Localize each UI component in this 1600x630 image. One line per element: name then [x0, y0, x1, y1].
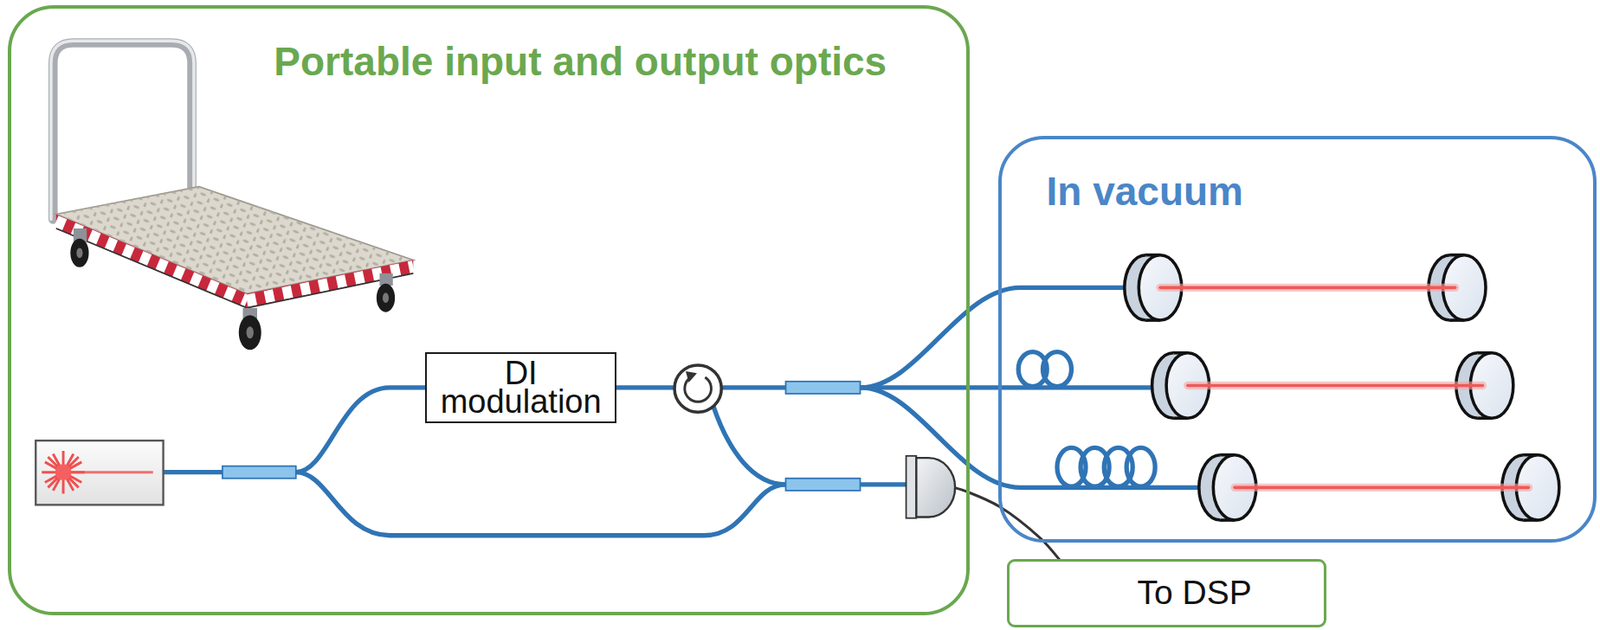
region-box: In vacuum — [998, 135, 1598, 543]
laser-core — [55, 464, 72, 481]
fiber-coil — [1043, 352, 1072, 388]
optical-fiber — [296, 472, 787, 536]
cart-wheel — [238, 315, 262, 350]
optical-fiber — [860, 287, 1125, 388]
optical-fiber — [296, 387, 426, 473]
fiber-coupler — [222, 466, 297, 479]
process-box: DI modulation — [425, 352, 616, 424]
fiber-coil — [1126, 447, 1155, 487]
beam-glow — [1160, 283, 1456, 292]
optical-fiber — [720, 385, 786, 390]
wheel-hub — [76, 247, 83, 259]
region-box: Portable input and output optics DI modul… — [7, 5, 969, 616]
cavity-beam — [1234, 486, 1529, 491]
photodetector-symbol — [906, 456, 970, 519]
cavity-beam — [1187, 384, 1484, 388]
circulator-symbol — [674, 365, 722, 413]
beam-glow — [1187, 381, 1484, 390]
optical-fiber — [616, 385, 676, 390]
cavity-beam — [1160, 286, 1456, 291]
circulator-arrowhead — [685, 371, 697, 383]
signal-arrow — [969, 492, 1121, 592]
optical-fiber — [860, 385, 1153, 390]
cart-stripe-white — [56, 221, 247, 302]
optical-fiber — [713, 406, 787, 485]
cart-illustration — [51, 40, 413, 350]
optical-fibers — [163, 287, 1200, 536]
circulator-ring — [674, 365, 722, 413]
fiber-coupler — [786, 381, 861, 394]
box-label: DI modulation — [440, 359, 602, 416]
detector-window — [906, 456, 917, 519]
beam-glow — [1234, 483, 1529, 492]
output-box: To DSP — [1006, 559, 1327, 628]
wheel-hub — [246, 326, 254, 339]
cart-stripe — [56, 214, 247, 309]
optical-fiber — [163, 470, 223, 475]
laser-starburst — [41, 451, 85, 495]
fiber-coupler — [786, 478, 861, 491]
region-title: Portable input and output optics — [273, 38, 887, 85]
wheel-hub — [382, 292, 389, 304]
cart-wheel — [70, 238, 89, 268]
laser-symbol — [35, 440, 163, 505]
optical-fiber — [860, 482, 907, 487]
laser-housing — [35, 440, 163, 505]
signal-wire — [954, 487, 970, 493]
optical-cavities — [1124, 255, 1560, 521]
cart-wheel — [376, 283, 395, 313]
cart-edge — [56, 228, 414, 309]
box-label: To DSP — [1137, 574, 1252, 613]
region-title: In vacuum — [1045, 167, 1244, 215]
detector-body — [916, 458, 955, 517]
